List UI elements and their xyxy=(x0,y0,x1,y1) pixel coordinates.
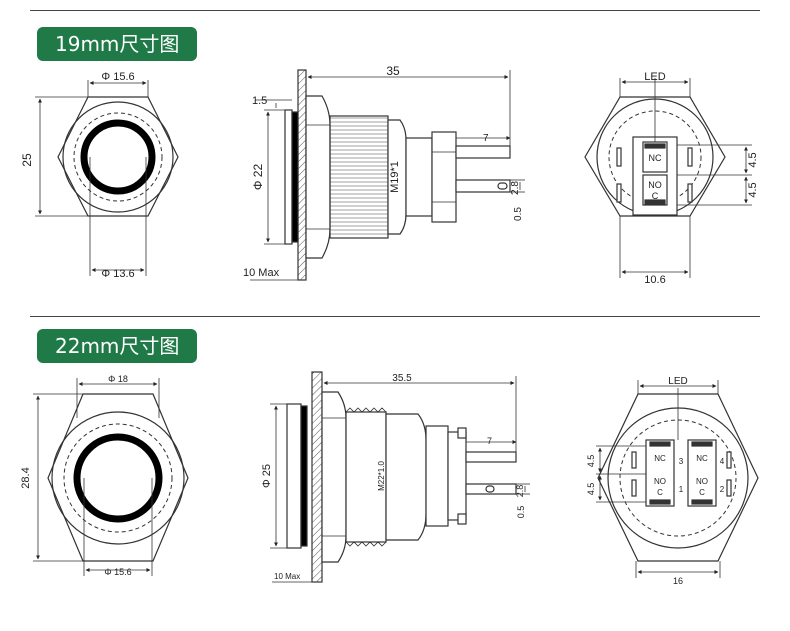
dim-side-tabt-22: 0.5 xyxy=(516,506,526,519)
dim-back-pitch-a-22: 4.5 xyxy=(586,455,596,468)
terminal-housing xyxy=(645,439,675,507)
dim-side-dia-19: Φ 22 xyxy=(251,164,265,191)
terminal-tab xyxy=(455,179,511,193)
terminal-base xyxy=(405,137,433,217)
hex-nut-side xyxy=(305,95,331,259)
hex-nut-outline xyxy=(47,393,189,562)
terminal-block xyxy=(431,131,457,223)
dim-side-pin-19: 7 xyxy=(483,133,489,144)
terminal-base xyxy=(425,425,449,527)
dim-side-thread-22: M22*1.0 xyxy=(377,461,386,491)
label-nc-right-22: NC xyxy=(696,454,708,463)
label-pin2-22: 2 xyxy=(720,485,725,494)
back-view-19mm xyxy=(584,78,752,278)
dim-front-height-19: 25 xyxy=(20,153,34,167)
label-led-19: LED xyxy=(644,71,665,83)
dashed-circle xyxy=(63,423,173,533)
dashed-circle xyxy=(73,112,163,202)
dim-back-width-22: 16 xyxy=(673,576,683,586)
dim-front-outer-22: Φ 18 xyxy=(108,374,128,384)
label-no-left-22: NO xyxy=(654,477,666,486)
label-pin3-22: 3 xyxy=(679,457,684,466)
section-title-22mm: 22mm尺寸图 xyxy=(37,329,198,363)
threaded-body xyxy=(345,411,387,543)
dim-side-tabw-19: 2.8 xyxy=(510,181,521,195)
label-nc-19: NC xyxy=(649,153,662,163)
label-c-left-22: C xyxy=(657,488,663,497)
bezel-circle xyxy=(62,101,174,213)
dim-front-inner-22: Φ 15.6 xyxy=(104,567,131,577)
terminal-tab xyxy=(465,451,517,463)
hex-nut-outline xyxy=(57,96,179,217)
label-c-right-22: C xyxy=(699,488,705,497)
dim-side-flange-19: 1.5 xyxy=(252,95,267,107)
label-led-22: LED xyxy=(668,376,687,387)
front-view-22mm xyxy=(33,378,189,576)
dim-back-pitch-b-19: 4.5 xyxy=(747,182,759,197)
section-title-19mm: 19mm尺寸图 xyxy=(37,27,198,61)
terminal-housing xyxy=(687,439,717,507)
seal-ring xyxy=(291,111,299,243)
label-pin4-22: 4 xyxy=(720,457,725,466)
dim-side-pin-22: 7 xyxy=(487,436,492,446)
label-c-19: C xyxy=(652,191,659,201)
bezel xyxy=(286,403,302,549)
panel-hatch xyxy=(297,69,307,281)
terminal-block xyxy=(447,431,467,521)
dim-side-tabw-22: 2.8 xyxy=(515,485,525,498)
label-no-19: NO xyxy=(648,180,662,190)
led-ring xyxy=(73,433,163,523)
top-divider xyxy=(30,10,760,11)
dim-side-tabt-19: 0.5 xyxy=(513,207,524,221)
dim-side-length-19: 35 xyxy=(386,64,400,78)
dim-back-width-19: 10.6 xyxy=(644,274,665,286)
threaded-body xyxy=(329,115,389,239)
panel-hatch xyxy=(311,371,323,583)
dim-side-panel-22: 10 Max xyxy=(274,572,300,581)
bezel-circle xyxy=(51,411,185,545)
label-nc-left-22: NC xyxy=(654,454,666,463)
dim-side-thread-19: M19*1 xyxy=(389,161,401,193)
label-no-right-22: NO xyxy=(696,477,708,486)
dim-side-length-22: 35.5 xyxy=(392,373,412,384)
dim-front-inner-19: Φ 13.6 xyxy=(101,268,134,280)
dim-side-panel-19: 10 Max xyxy=(243,267,280,279)
dim-side-dia-22: Φ 25 xyxy=(261,464,273,488)
hex-nut-side xyxy=(321,391,347,563)
dim-back-pitch-a-19: 4.5 xyxy=(747,152,759,167)
label-pin1-22: 1 xyxy=(679,485,684,494)
side-view-22mm xyxy=(270,371,530,583)
terminal-tab xyxy=(455,145,511,159)
front-view-19mm xyxy=(35,80,179,276)
bezel xyxy=(284,109,293,245)
dim-back-pitch-b-22: 4.5 xyxy=(586,483,596,496)
seal-ring xyxy=(300,405,308,547)
dim-front-height-22: 28.4 xyxy=(20,467,32,488)
body-rear xyxy=(385,413,427,541)
middle-divider xyxy=(30,316,760,317)
dim-front-outer-19: Φ 15.6 xyxy=(101,71,134,83)
back-view-22mm xyxy=(596,380,759,578)
side-view-19mm xyxy=(250,69,525,281)
led-ring xyxy=(80,119,156,195)
terminal-tab xyxy=(465,483,517,495)
